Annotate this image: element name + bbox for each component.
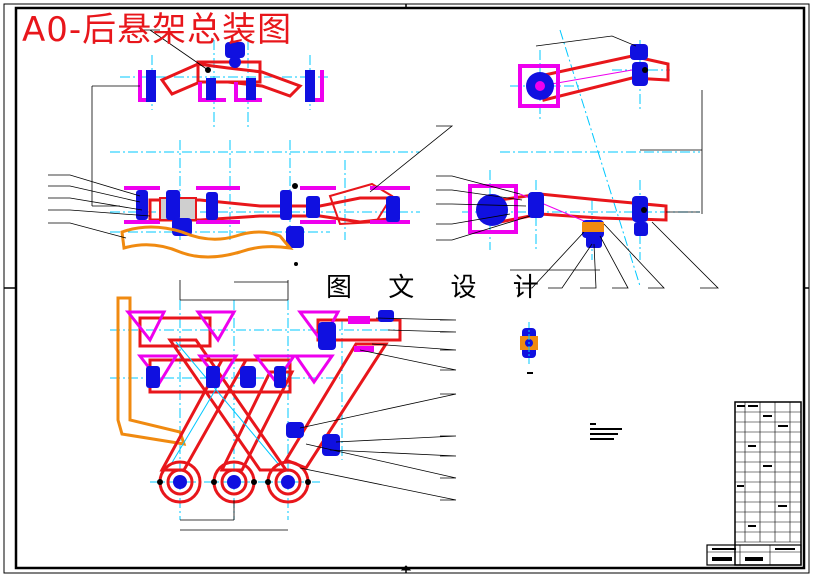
side-view: [500, 29, 703, 287]
title-block: [706, 401, 802, 566]
drawing-title: A0-后悬架总装图: [22, 10, 293, 50]
detail-view: [520, 322, 538, 374]
watermark-text: 图 文 设 计: [326, 273, 553, 303]
plan-view: [110, 280, 457, 531]
technical-notes: [590, 423, 622, 440]
front-view: [48, 125, 454, 266]
right-elevation: [436, 170, 719, 289]
sheet-frame: [3, 3, 810, 574]
top-view: [91, 29, 330, 207]
